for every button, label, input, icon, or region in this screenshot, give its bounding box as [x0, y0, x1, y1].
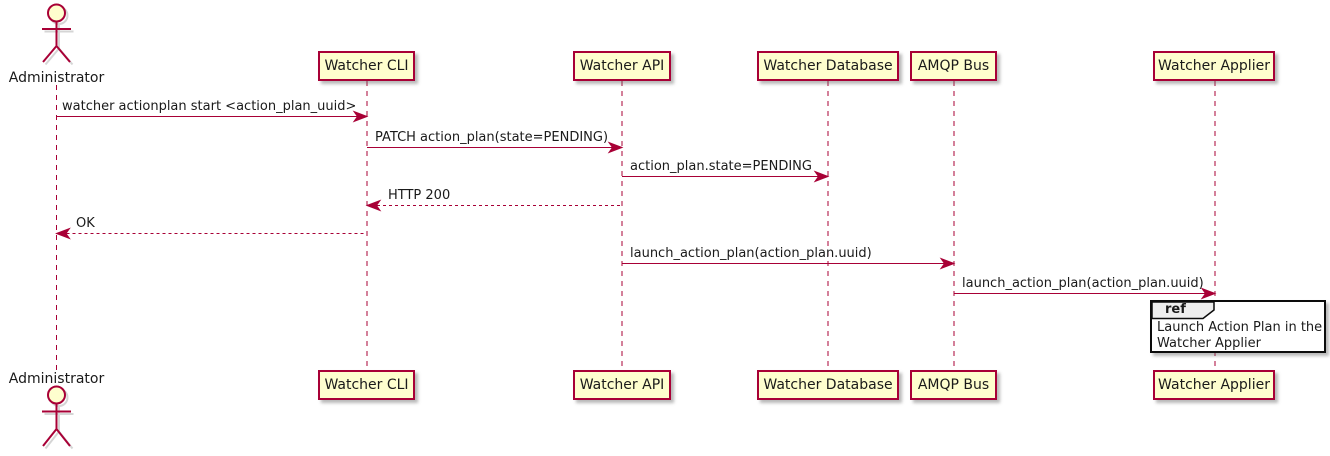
arrowhead-message-7: [1200, 287, 1217, 300]
ref-text: Launch Action Plan in the Watcher Applie…: [1157, 320, 1322, 352]
participant-watcher-database-top: Watcher Database: [757, 51, 899, 81]
participant-amqp-bus-top: AMQP Bus: [910, 51, 997, 81]
message-label-6: launch_action_plan(action_plan.uuid): [630, 246, 872, 261]
participant-watcher-api-top: Watcher API: [573, 51, 671, 81]
participant-watcher-applier-top: Watcher Applier: [1153, 51, 1275, 81]
arrowhead-message-3: [813, 170, 830, 183]
message-label-3: action_plan.state=PENDING: [630, 159, 812, 174]
participant-amqp-bus-bottom: AMQP Bus: [910, 370, 997, 400]
actor-label-bottom: Administrator: [8, 371, 105, 387]
message-label-5: OK: [76, 216, 95, 231]
ref-header-pentagon: [1151, 301, 1215, 320]
message-label-4: HTTP 200: [388, 188, 451, 203]
ref-text-line-1: Launch Action Plan in the: [1157, 320, 1323, 335]
actor-icon-top: [42, 3, 71, 63]
ref-keyword: ref: [1165, 302, 1186, 317]
message-label-7: launch_action_plan(action_plan.uuid): [962, 276, 1204, 291]
message-arrows: [55, 110, 1217, 300]
participant-watcher-cli-top: Watcher CLI: [318, 51, 415, 81]
arrowhead-message-6: [939, 257, 956, 270]
arrowhead-message-2: [607, 141, 624, 154]
message-label-1: watcher actionplan start <action_plan_uu…: [62, 99, 357, 114]
message-label-2: PATCH action_plan(state=PENDING): [375, 130, 609, 145]
participant-watcher-database-bottom: Watcher Database: [757, 370, 899, 400]
participant-watcher-api-bottom: Watcher API: [573, 370, 671, 400]
actor-icon-bottom: [42, 385, 71, 447]
arrowhead-message-4: [365, 199, 382, 212]
arrowhead-message-1: [352, 110, 369, 123]
actor-label-top: Administrator: [8, 70, 105, 86]
participant-watcher-applier-bottom: Watcher Applier: [1153, 370, 1275, 400]
participant-watcher-cli-bottom: Watcher CLI: [318, 370, 415, 400]
ref-text-line-2: Watcher Applier: [1157, 336, 1261, 351]
lifelines: [56, 81, 1216, 371]
arrowhead-message-5: [55, 227, 71, 240]
ref-fragment: ref Launch Action Plan in the Watcher Ap…: [1150, 300, 1326, 353]
